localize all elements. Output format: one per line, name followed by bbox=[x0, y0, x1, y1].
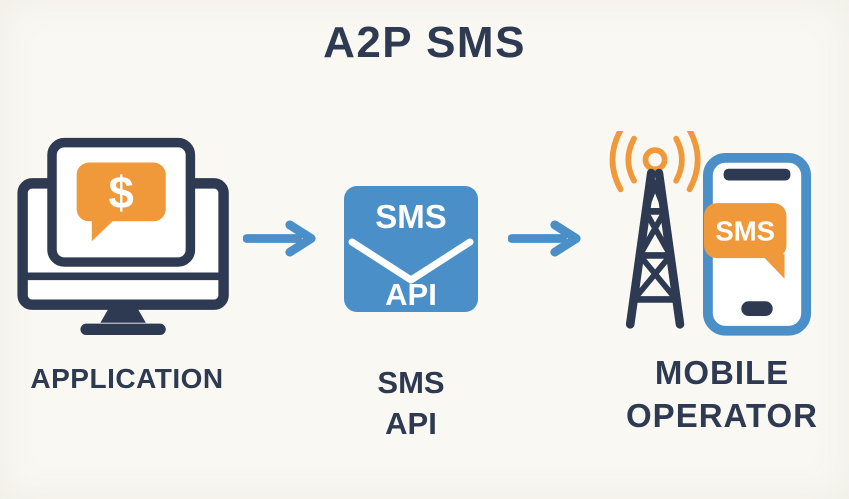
dollar-sign: $ bbox=[109, 167, 134, 218]
mobile-operator-label-line1: MOBILE bbox=[654, 354, 790, 391]
monitor-icon: $ bbox=[17, 137, 229, 336]
envelope-api-text: API bbox=[385, 277, 437, 312]
sms-api-label-line1: SMS bbox=[377, 365, 445, 400]
phone-icon: SMS bbox=[702, 152, 812, 336]
envelope-body bbox=[344, 186, 478, 312]
envelope-flap bbox=[348, 238, 474, 284]
envelope-icon: SMS API bbox=[344, 186, 478, 312]
signal-waves-icon bbox=[609, 131, 701, 193]
sms-api-label-line2: API bbox=[385, 406, 437, 441]
phone-speaker-bar bbox=[723, 168, 791, 181]
phone-sms-text: SMS bbox=[715, 215, 775, 246]
envelope-sms-text: SMS bbox=[375, 198, 447, 235]
sms-chat-bubble-icon: SMS bbox=[703, 203, 787, 279]
tower-lattice bbox=[625, 168, 685, 329]
phone-home-button bbox=[741, 301, 773, 317]
arrow-right-icon bbox=[243, 220, 316, 257]
arrow-right-icon bbox=[508, 220, 581, 257]
sms-api-label: SMS API bbox=[338, 362, 484, 444]
application-label: APPLICATION bbox=[30, 363, 224, 394]
monitor-stand bbox=[100, 304, 146, 323]
cell-tower-icon bbox=[609, 131, 701, 329]
dollar-chat-bubble-icon: $ bbox=[76, 162, 166, 242]
mobile-operator-label: MOBILE OPERATOR bbox=[596, 351, 848, 437]
mobile-operator-label-line2: OPERATOR bbox=[626, 397, 818, 434]
diagram-title: A2P SMS bbox=[323, 18, 526, 67]
